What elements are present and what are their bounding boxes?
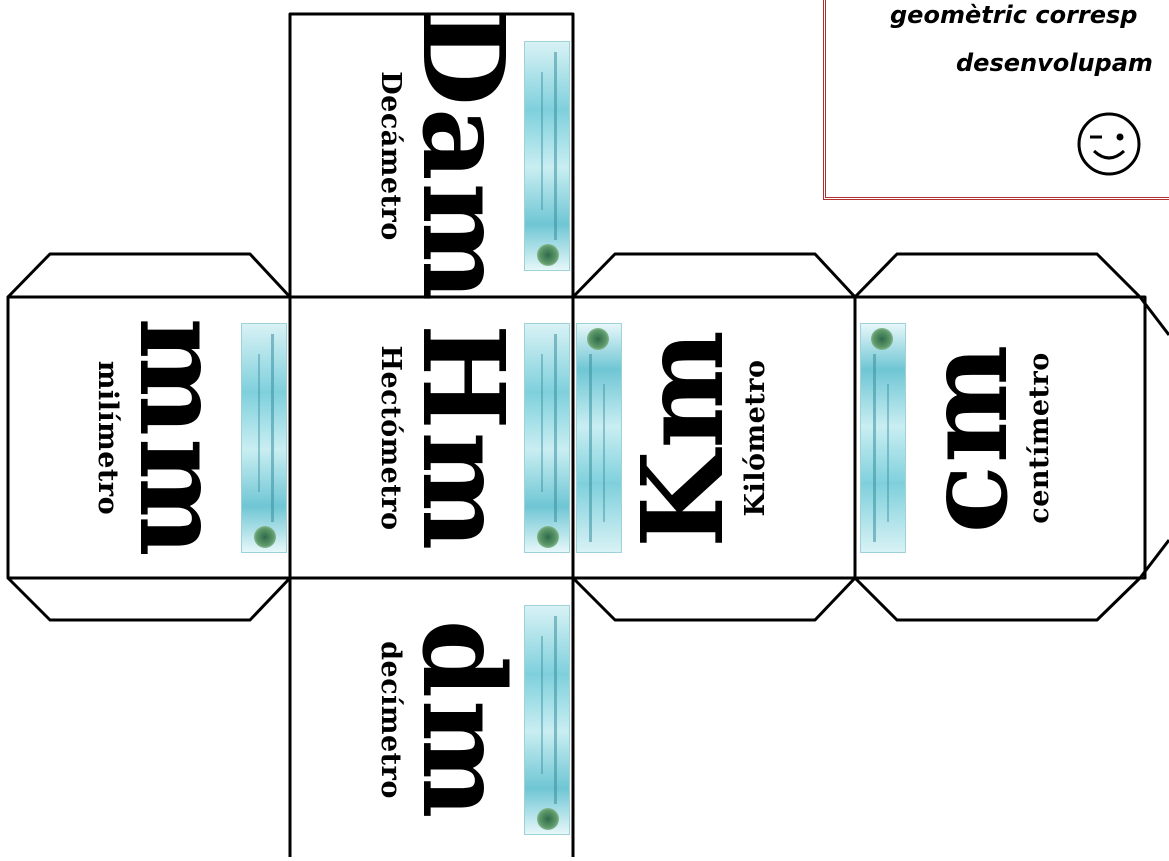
logo-badge [860,323,906,553]
face-top-decametro: Dam Decámetro [290,14,573,297]
flap-top-left [8,254,290,297]
logo-badge [524,323,570,553]
flap-top-right2 [855,254,1140,297]
note-line-2: desenvolupam [956,49,1169,77]
logo-badge [524,605,570,835]
logo-badge [241,323,287,553]
unit-name: Kilómetro [742,359,769,516]
seal-icon [254,526,276,548]
seal-icon [537,808,559,830]
face-bottom-decimetro: dm decímetro [290,578,573,861]
face-right2-centimetro: cm centímetro [855,297,1140,578]
unit-name: decímetro [377,641,404,799]
unit-symbol: Hm [406,323,518,551]
logo-badge [576,323,622,553]
face-right1-kilometro: Km Kilómetro [573,297,855,578]
unit-symbol: cm [912,342,1024,533]
logo-badge [524,41,570,271]
unit-symbol: Km [628,328,740,548]
flap-top-right1 [573,254,855,297]
flap-bottom-right2 [855,578,1140,620]
face-center-hectometro: Hm Hectómetro [290,297,573,578]
flap-bottom-right1 [573,578,855,620]
wink-face-icon [1074,109,1144,179]
unit-name: milímetro [94,360,121,514]
seal-icon [537,526,559,548]
unit-name: centímetro [1026,352,1053,523]
unit-symbol: mm [123,317,235,558]
seal-icon [587,328,609,350]
unit-name: Decámetro [377,71,404,240]
unit-name: Hectómetro [377,345,404,530]
seal-icon [537,244,559,266]
instruction-note: geomètric corresp desenvolupam [823,0,1169,200]
flap-bottom-left [8,578,290,620]
seal-icon [871,328,893,350]
note-line-1: geomètric corresp [890,1,1169,29]
unit-symbol: dm [406,619,518,820]
unit-symbol: Dam [406,8,518,302]
face-left-milimetro: mm milímetro [8,297,290,578]
